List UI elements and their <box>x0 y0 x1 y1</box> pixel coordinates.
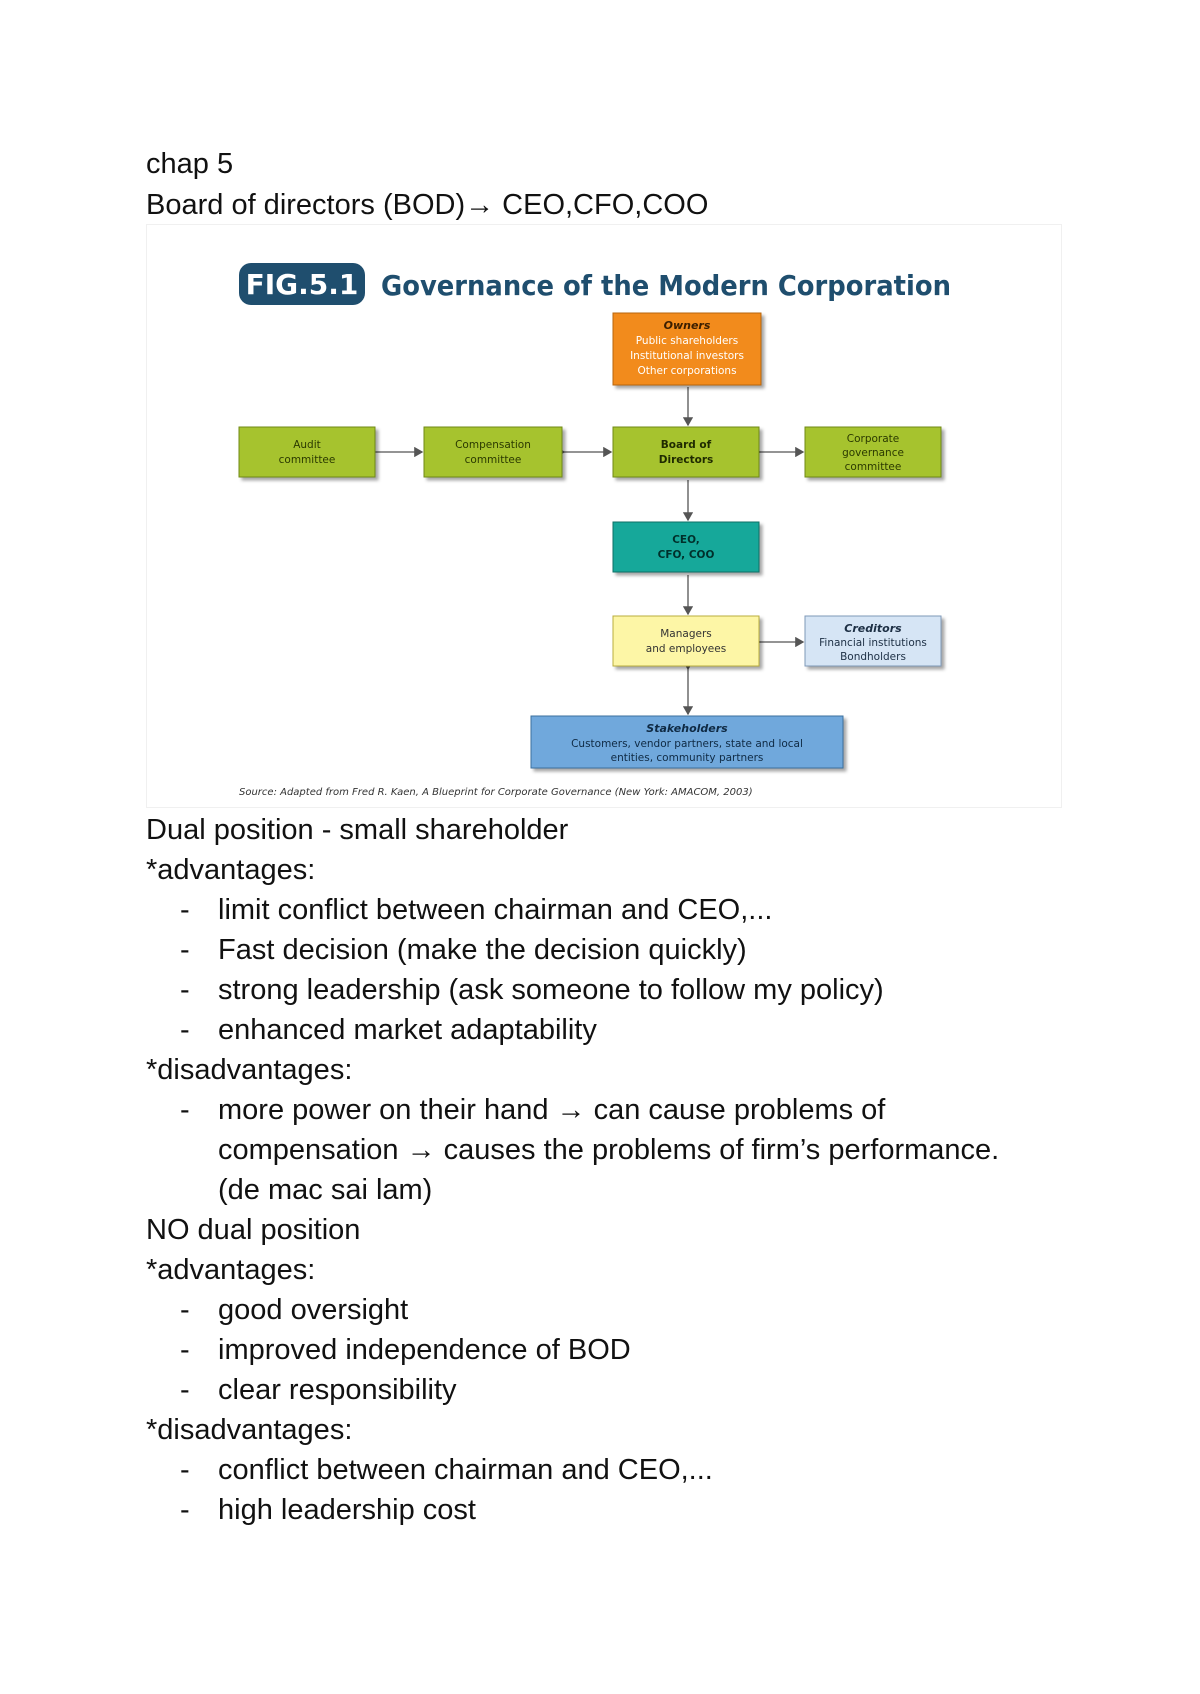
bullet-dash: - <box>180 974 190 1006</box>
bullet-dash: - <box>180 1014 190 1046</box>
corporate-line-1: Corporate <box>847 433 900 445</box>
owners-box <box>612 312 762 386</box>
bullet-dash: - <box>180 1494 190 1526</box>
owners-line-3: Other corporations <box>637 365 736 377</box>
owners-title: Owners <box>664 319 711 332</box>
managers-line-1: Managers <box>660 628 712 640</box>
creditors-line-2: Bondholders <box>840 651 906 663</box>
dual-dis-line: (de mac sai lam) <box>218 1174 433 1206</box>
nodual-adv-label: *advantages: <box>146 1254 316 1286</box>
stakeholders-line-2: entities, community partners <box>611 752 764 764</box>
audit-line-1: Audit <box>293 439 321 451</box>
bullet-dash: - <box>180 1334 190 1366</box>
corporate-box <box>804 426 942 478</box>
stakeholders-title: Stakeholders <box>646 722 728 735</box>
nodual-heading: NO dual position <box>146 1214 361 1246</box>
owners-line-1: Public shareholders <box>636 335 738 347</box>
dual-dis-line: compensation → causes the problems of fi… <box>218 1134 1000 1166</box>
bullet-dash: - <box>180 894 190 926</box>
chapter-label: chap 5 <box>146 148 234 180</box>
dual-adv-item: enhanced market adaptability <box>218 1014 597 1046</box>
compensation-box <box>423 426 563 478</box>
figure-source: Source: Adapted from Fred R. Kaen, A Blu… <box>239 787 753 798</box>
audit-box <box>238 426 376 478</box>
board-line-1: Board of <box>661 439 712 451</box>
audit-line-2: committee <box>279 454 336 466</box>
ceo-line-1: CEO, <box>672 534 700 546</box>
nodual-adv-item: good oversight <box>218 1294 409 1326</box>
compensation-line-2: committee <box>465 454 522 466</box>
creditors-box <box>804 615 942 667</box>
bullet-dash: - <box>180 1374 190 1406</box>
nodual-dis-item: conflict between chairman and CEO,... <box>218 1454 713 1486</box>
bod-heading: Board of directors (BOD)→ CEO,CFO,COO <box>146 189 709 221</box>
ceo-line-2: CFO, COO <box>658 549 715 561</box>
corporate-line-3: committee <box>845 461 902 473</box>
fig-badge-box <box>239 263 365 305</box>
nodual-dis-item: high leadership cost <box>218 1494 476 1526</box>
dual-adv-label: *advantages: <box>146 854 316 886</box>
board-line-2: Directors <box>659 454 714 466</box>
stakeholders-line-1: Customers, vendor partners, state and lo… <box>571 738 803 750</box>
ceo-box <box>612 521 760 573</box>
governance-figure: FIG.5.1 Governance of the Modern Corpora… <box>146 224 1062 808</box>
dual-dis-line: more power on their hand → can cause pro… <box>218 1094 886 1126</box>
nodual-dis-label: *disadvantages: <box>146 1414 353 1446</box>
fig-badge: FIG.5.1 <box>246 268 359 301</box>
governance-diagram: FIG.5.1 Governance of the Modern Corpora… <box>238 263 951 798</box>
creditors-title: Creditors <box>844 622 902 635</box>
corporate-line-2: governance <box>842 447 904 459</box>
bullet-dash: - <box>180 934 190 966</box>
board-box <box>612 426 760 478</box>
dual-adv-item: limit conflict between chairman and CEO,… <box>218 894 773 926</box>
managers-box <box>612 615 760 667</box>
bullet-dash: - <box>180 1294 190 1326</box>
managers-line-2: and employees <box>646 643 726 655</box>
dual-adv-item: strong leadership (ask someone to follow… <box>218 974 884 1006</box>
owners-line-2: Institutional investors <box>630 350 744 362</box>
dual-heading: Dual position - small shareholder <box>146 814 569 846</box>
creditors-line-1: Financial institutions <box>819 637 927 649</box>
nodual-adv-item: clear responsibility <box>218 1374 457 1406</box>
fig-title: Governance of the Modern Corporation <box>381 269 951 302</box>
bullet-dash: - <box>180 1454 190 1486</box>
nodual-adv-item: improved independence of BOD <box>218 1334 631 1366</box>
bullet-dash: - <box>180 1094 190 1126</box>
compensation-line-1: Compensation <box>455 439 531 451</box>
dual-adv-item: Fast decision (make the decision quickly… <box>218 934 747 966</box>
dual-dis-label: *disadvantages: <box>146 1054 353 1086</box>
stakeholders-box <box>530 715 844 769</box>
connectors <box>367 387 805 716</box>
